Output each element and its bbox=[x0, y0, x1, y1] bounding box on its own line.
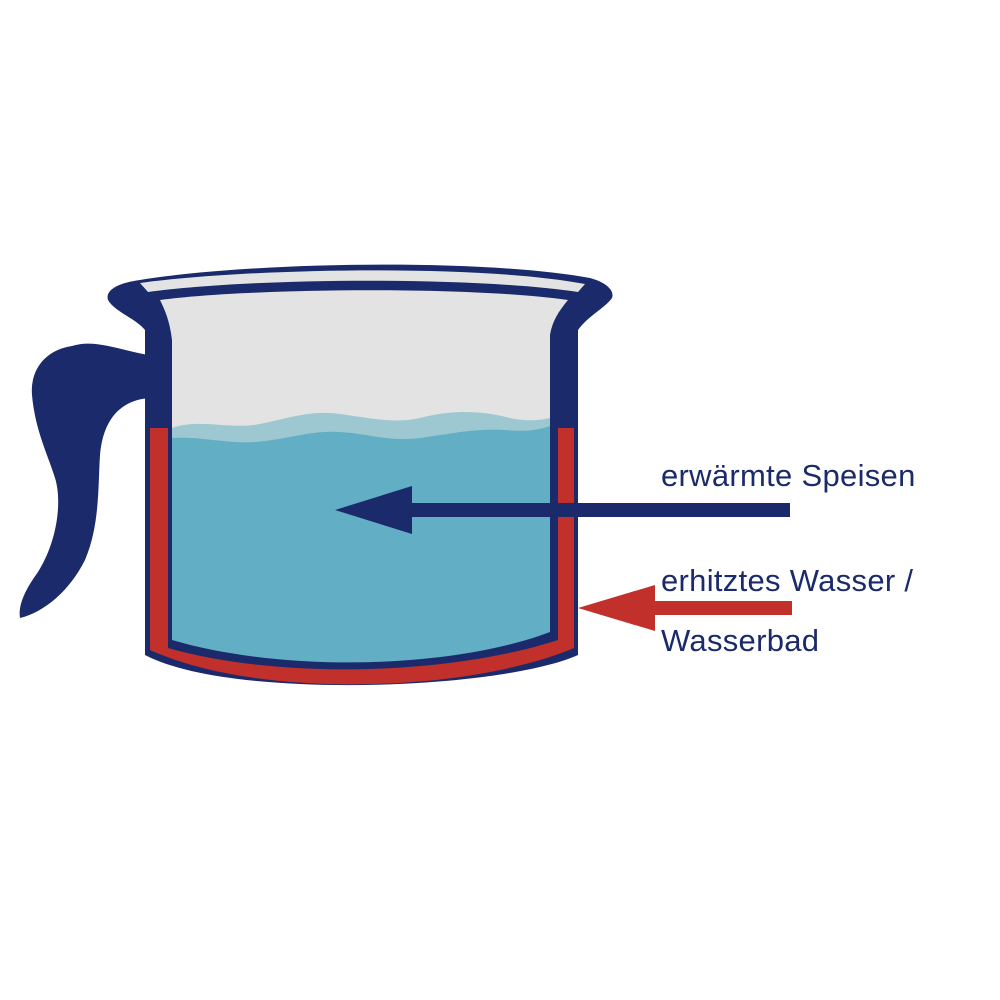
water-label-line1: erhitztes Wasser / bbox=[661, 563, 913, 598]
heated-food bbox=[172, 426, 550, 663]
water-jacket bbox=[150, 428, 574, 685]
food-label: erwärmte Speisen bbox=[661, 458, 916, 493]
food-arrow bbox=[335, 486, 790, 534]
water-arrow bbox=[578, 585, 792, 631]
pot-rim bbox=[140, 270, 585, 292]
inner-pot-empty bbox=[160, 290, 568, 430]
pot-handle-icon bbox=[19, 343, 151, 618]
water-label-line2: Wasserbad bbox=[661, 623, 819, 658]
